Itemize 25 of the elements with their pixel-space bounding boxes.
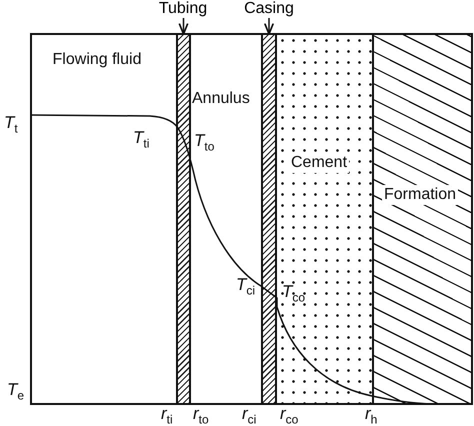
casing-wall	[261, 33, 277, 405]
region-label: Cement	[289, 153, 350, 173]
region-label: Annulus	[192, 90, 250, 108]
cement-layer	[277, 33, 372, 405]
annulus-region	[191, 33, 261, 405]
radius-symbol: r$_{to}$	[193, 404, 209, 426]
radius-symbol: r$_{h}$	[365, 404, 378, 426]
radius-symbol: r$_{co}$	[280, 404, 298, 426]
formation-layer	[372, 33, 473, 405]
temperature-symbol: T$_{ti}$	[133, 128, 150, 150]
casing-label: Casing	[240, 0, 298, 17]
temperature-symbol: T$_{ci}$	[236, 275, 256, 298]
leader-arrow	[264, 18, 274, 35]
tubing-wall	[176, 33, 191, 405]
radius-symbol: r$_{ci}$	[242, 404, 256, 426]
region-label: Flowing fluid	[52, 51, 142, 69]
radius-symbol: r$_{ti}$	[161, 404, 173, 426]
temperature-symbol: T$_{to}$	[194, 131, 214, 154]
temperature-symbol: T$_{t}$	[4, 113, 18, 136]
region-label: Formation	[382, 185, 458, 205]
leader-arrow	[178, 18, 189, 35]
temperature-symbol: T$_{e}$	[7, 380, 24, 402]
fluid-region	[30, 33, 176, 405]
temperature-symbol: T$_{co}$	[282, 282, 306, 304]
tubing-label: Tubing	[153, 0, 213, 17]
